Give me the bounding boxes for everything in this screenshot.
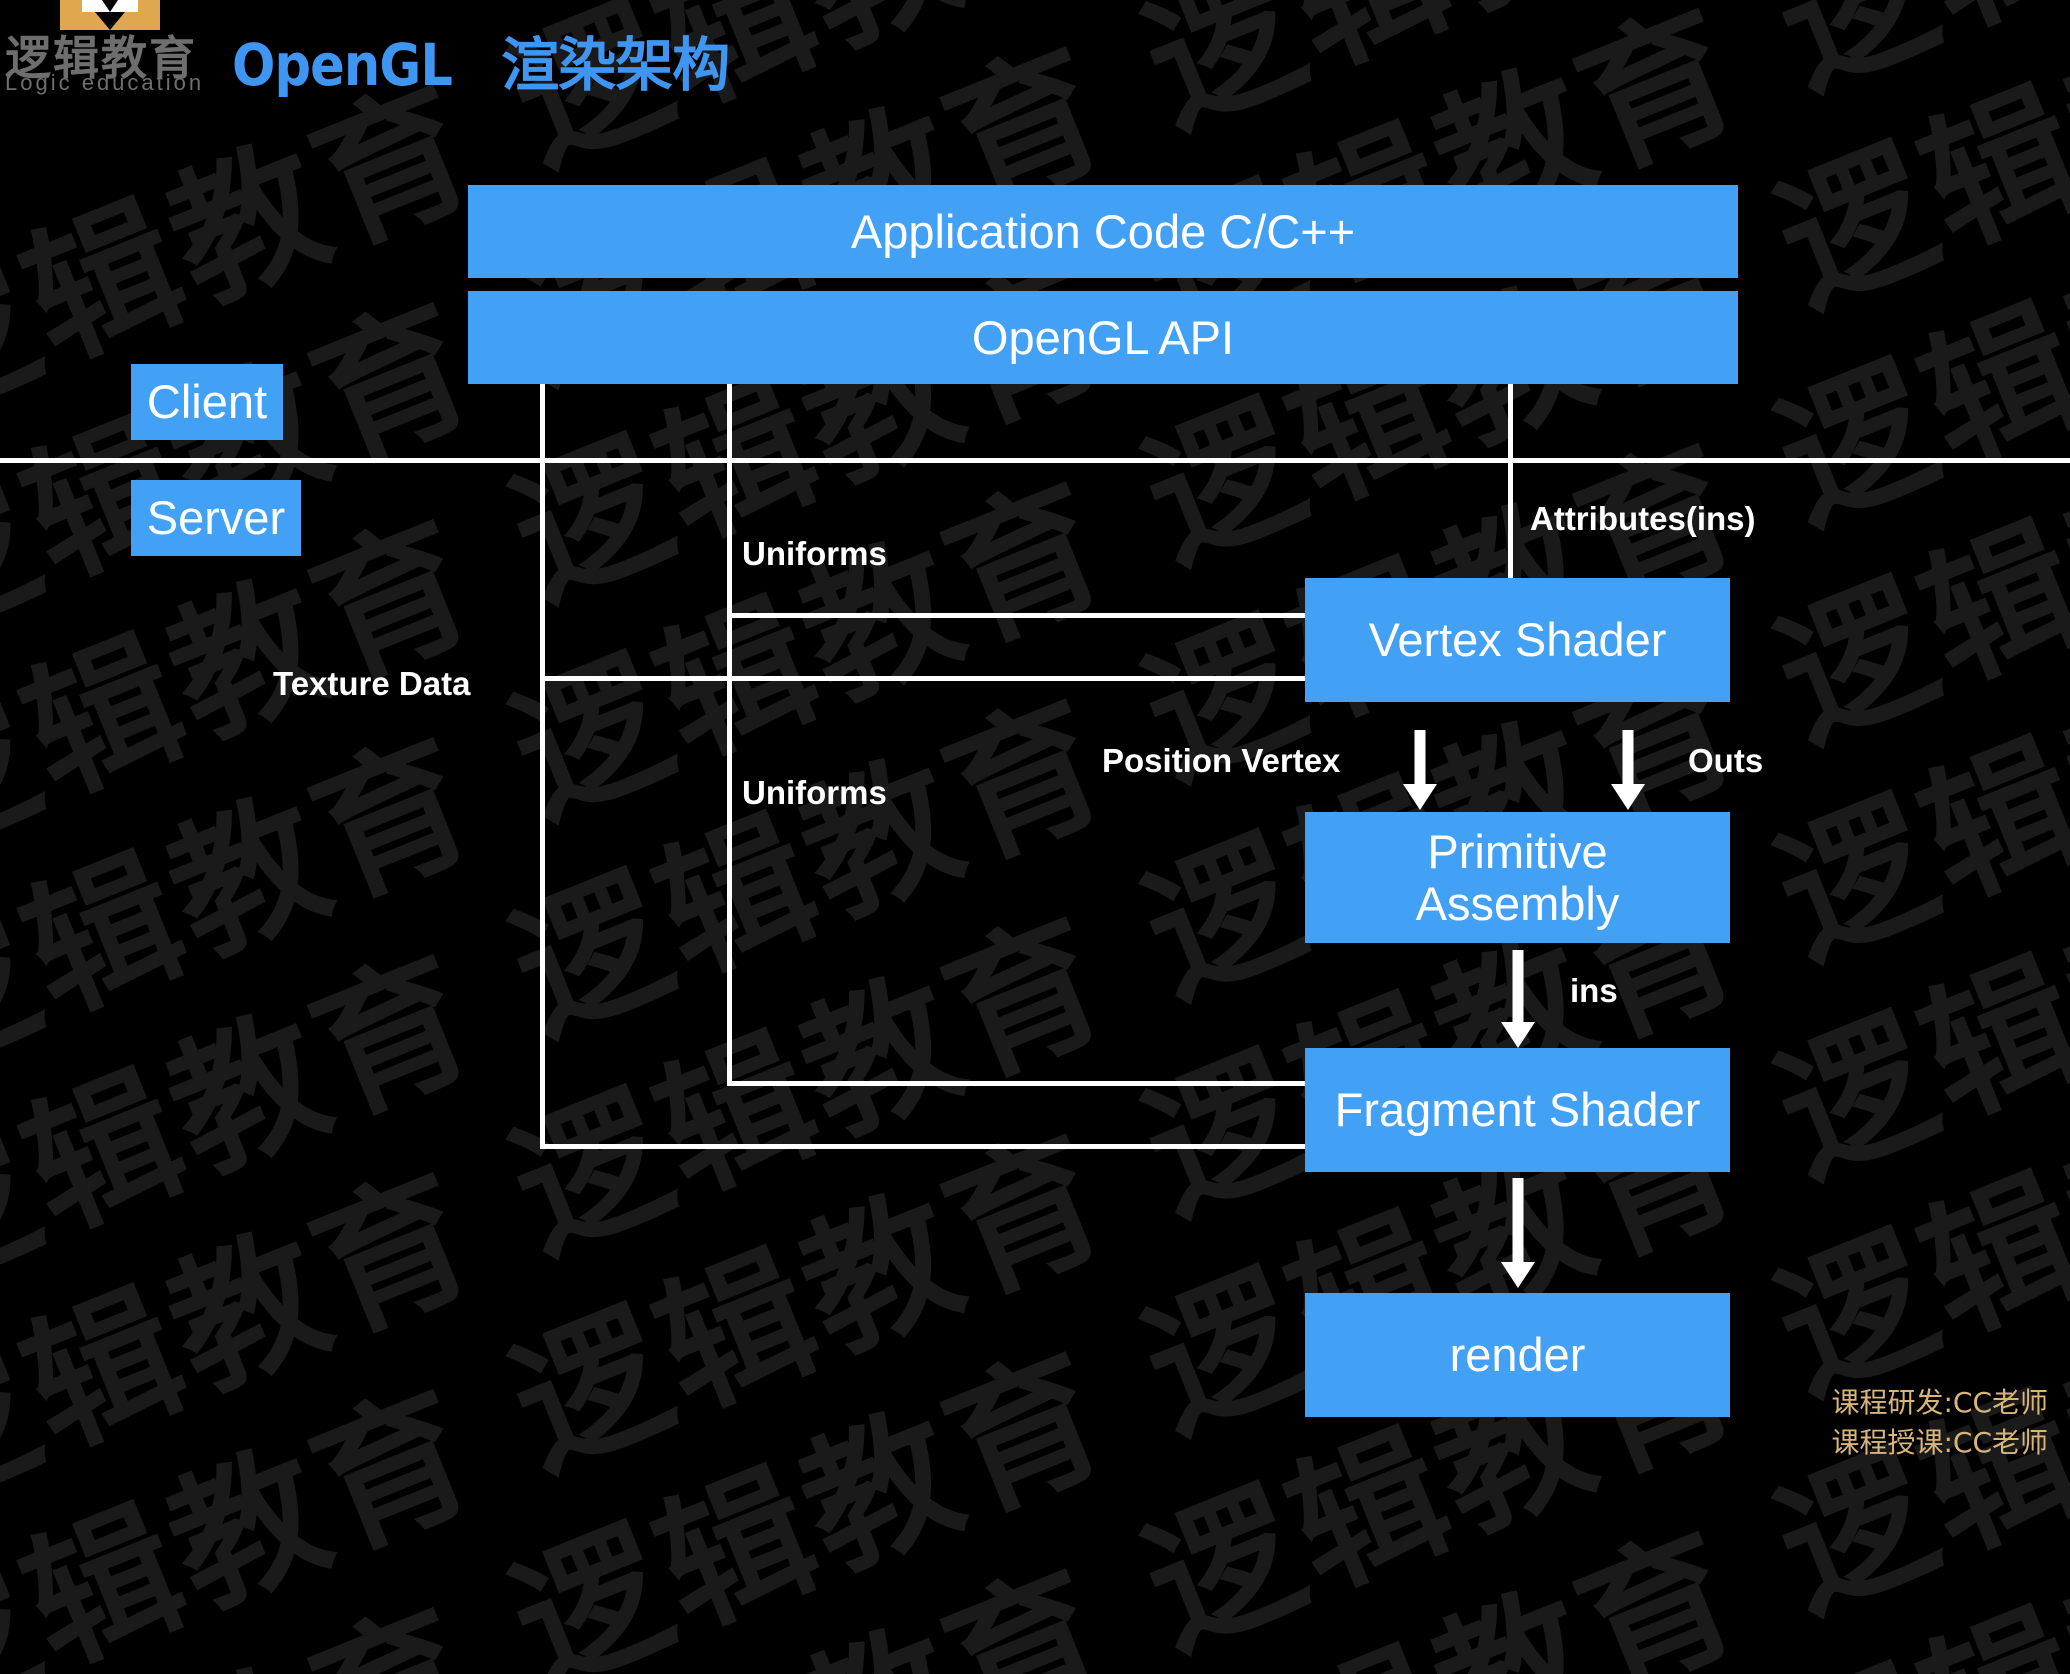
box-vertex-shader-label: Vertex Shader bbox=[1368, 613, 1667, 667]
box-render[interactable]: render bbox=[1305, 1293, 1730, 1417]
client-server-divider bbox=[0, 458, 2070, 463]
label-attributes: Attributes(ins) bbox=[1530, 500, 1756, 537]
trunk-uniforms bbox=[727, 384, 732, 1086]
label-outs: Outs bbox=[1688, 742, 1764, 779]
box-fragment-shader-label: Fragment Shader bbox=[1334, 1083, 1701, 1137]
tag-server[interactable]: Server bbox=[131, 480, 301, 556]
page-title-cn: 渲染架构 bbox=[482, 31, 730, 99]
opengl-pipeline-diagram: Application Code C/C++ OpenGL API Client… bbox=[0, 185, 2070, 1417]
arrow-to-render bbox=[1498, 1178, 1538, 1288]
box-primitive-assembly-label-line2: Assembly bbox=[1415, 876, 1620, 930]
label-uniforms-bottom: Uniforms bbox=[742, 774, 887, 811]
brand-logo: 逻辑教育 Logic education bbox=[0, 0, 250, 100]
trunk-texture-data bbox=[540, 384, 545, 1149]
logo-text-en: Logic education bbox=[5, 70, 205, 95]
box-render-label: render bbox=[1449, 1328, 1586, 1382]
label-ins: ins bbox=[1570, 972, 1618, 1009]
box-vertex-shader[interactable]: Vertex Shader bbox=[1305, 578, 1730, 702]
page-title-en: OpenGL bbox=[232, 31, 453, 99]
credit-line-development: 课程研发:CC老师 bbox=[1831, 1385, 2048, 1419]
box-application-code[interactable]: Application Code C/C++ bbox=[468, 185, 1738, 278]
line-uniforms-to-vertex-shader bbox=[727, 613, 1305, 618]
box-primitive-assembly[interactable]: Primitive Assembly bbox=[1305, 812, 1730, 943]
tag-server-label: Server bbox=[146, 491, 286, 545]
box-opengl-api[interactable]: OpenGL API bbox=[468, 291, 1738, 384]
tag-client-label: Client bbox=[146, 375, 268, 429]
arrow-ins bbox=[1498, 950, 1538, 1048]
label-uniforms-top: Uniforms bbox=[742, 535, 887, 572]
box-fragment-shader[interactable]: Fragment Shader bbox=[1305, 1048, 1730, 1172]
line-texture-to-fragment-shader bbox=[540, 1144, 1305, 1149]
logo-text-cn: 逻辑教育 bbox=[5, 31, 197, 85]
tag-client[interactable]: Client bbox=[131, 364, 283, 440]
credit-line-teaching: 课程授课:CC老师 bbox=[1831, 1426, 2048, 1460]
credits: 课程研发:CC老师 课程授课:CC老师 bbox=[1831, 1383, 2048, 1464]
arrow-outs bbox=[1608, 730, 1648, 810]
label-position-vertex: Position Vertex bbox=[1102, 742, 1341, 779]
label-texture-data: Texture Data bbox=[273, 665, 471, 702]
watermark-row: 逻辑教育 逻辑教育 逻辑教育 逻辑教育 逻辑教育 逻辑教育 逻辑教育 逻辑教育 … bbox=[0, 187, 2070, 1674]
box-primitive-assembly-label-line1: Primitive bbox=[1427, 824, 1608, 878]
line-uniforms-to-fragment-shader bbox=[727, 1081, 1305, 1086]
page-title: OpenGL 渲染架构 bbox=[232, 18, 730, 102]
arrow-down-chevron-icon bbox=[60, 0, 160, 50]
line-texture-to-vertex-shader bbox=[540, 676, 1305, 681]
box-application-code-label: Application Code C/C++ bbox=[850, 204, 1356, 258]
arrow-position-vertex bbox=[1400, 730, 1440, 810]
trunk-attributes bbox=[1508, 384, 1513, 579]
box-opengl-api-label: OpenGL API bbox=[971, 310, 1235, 364]
